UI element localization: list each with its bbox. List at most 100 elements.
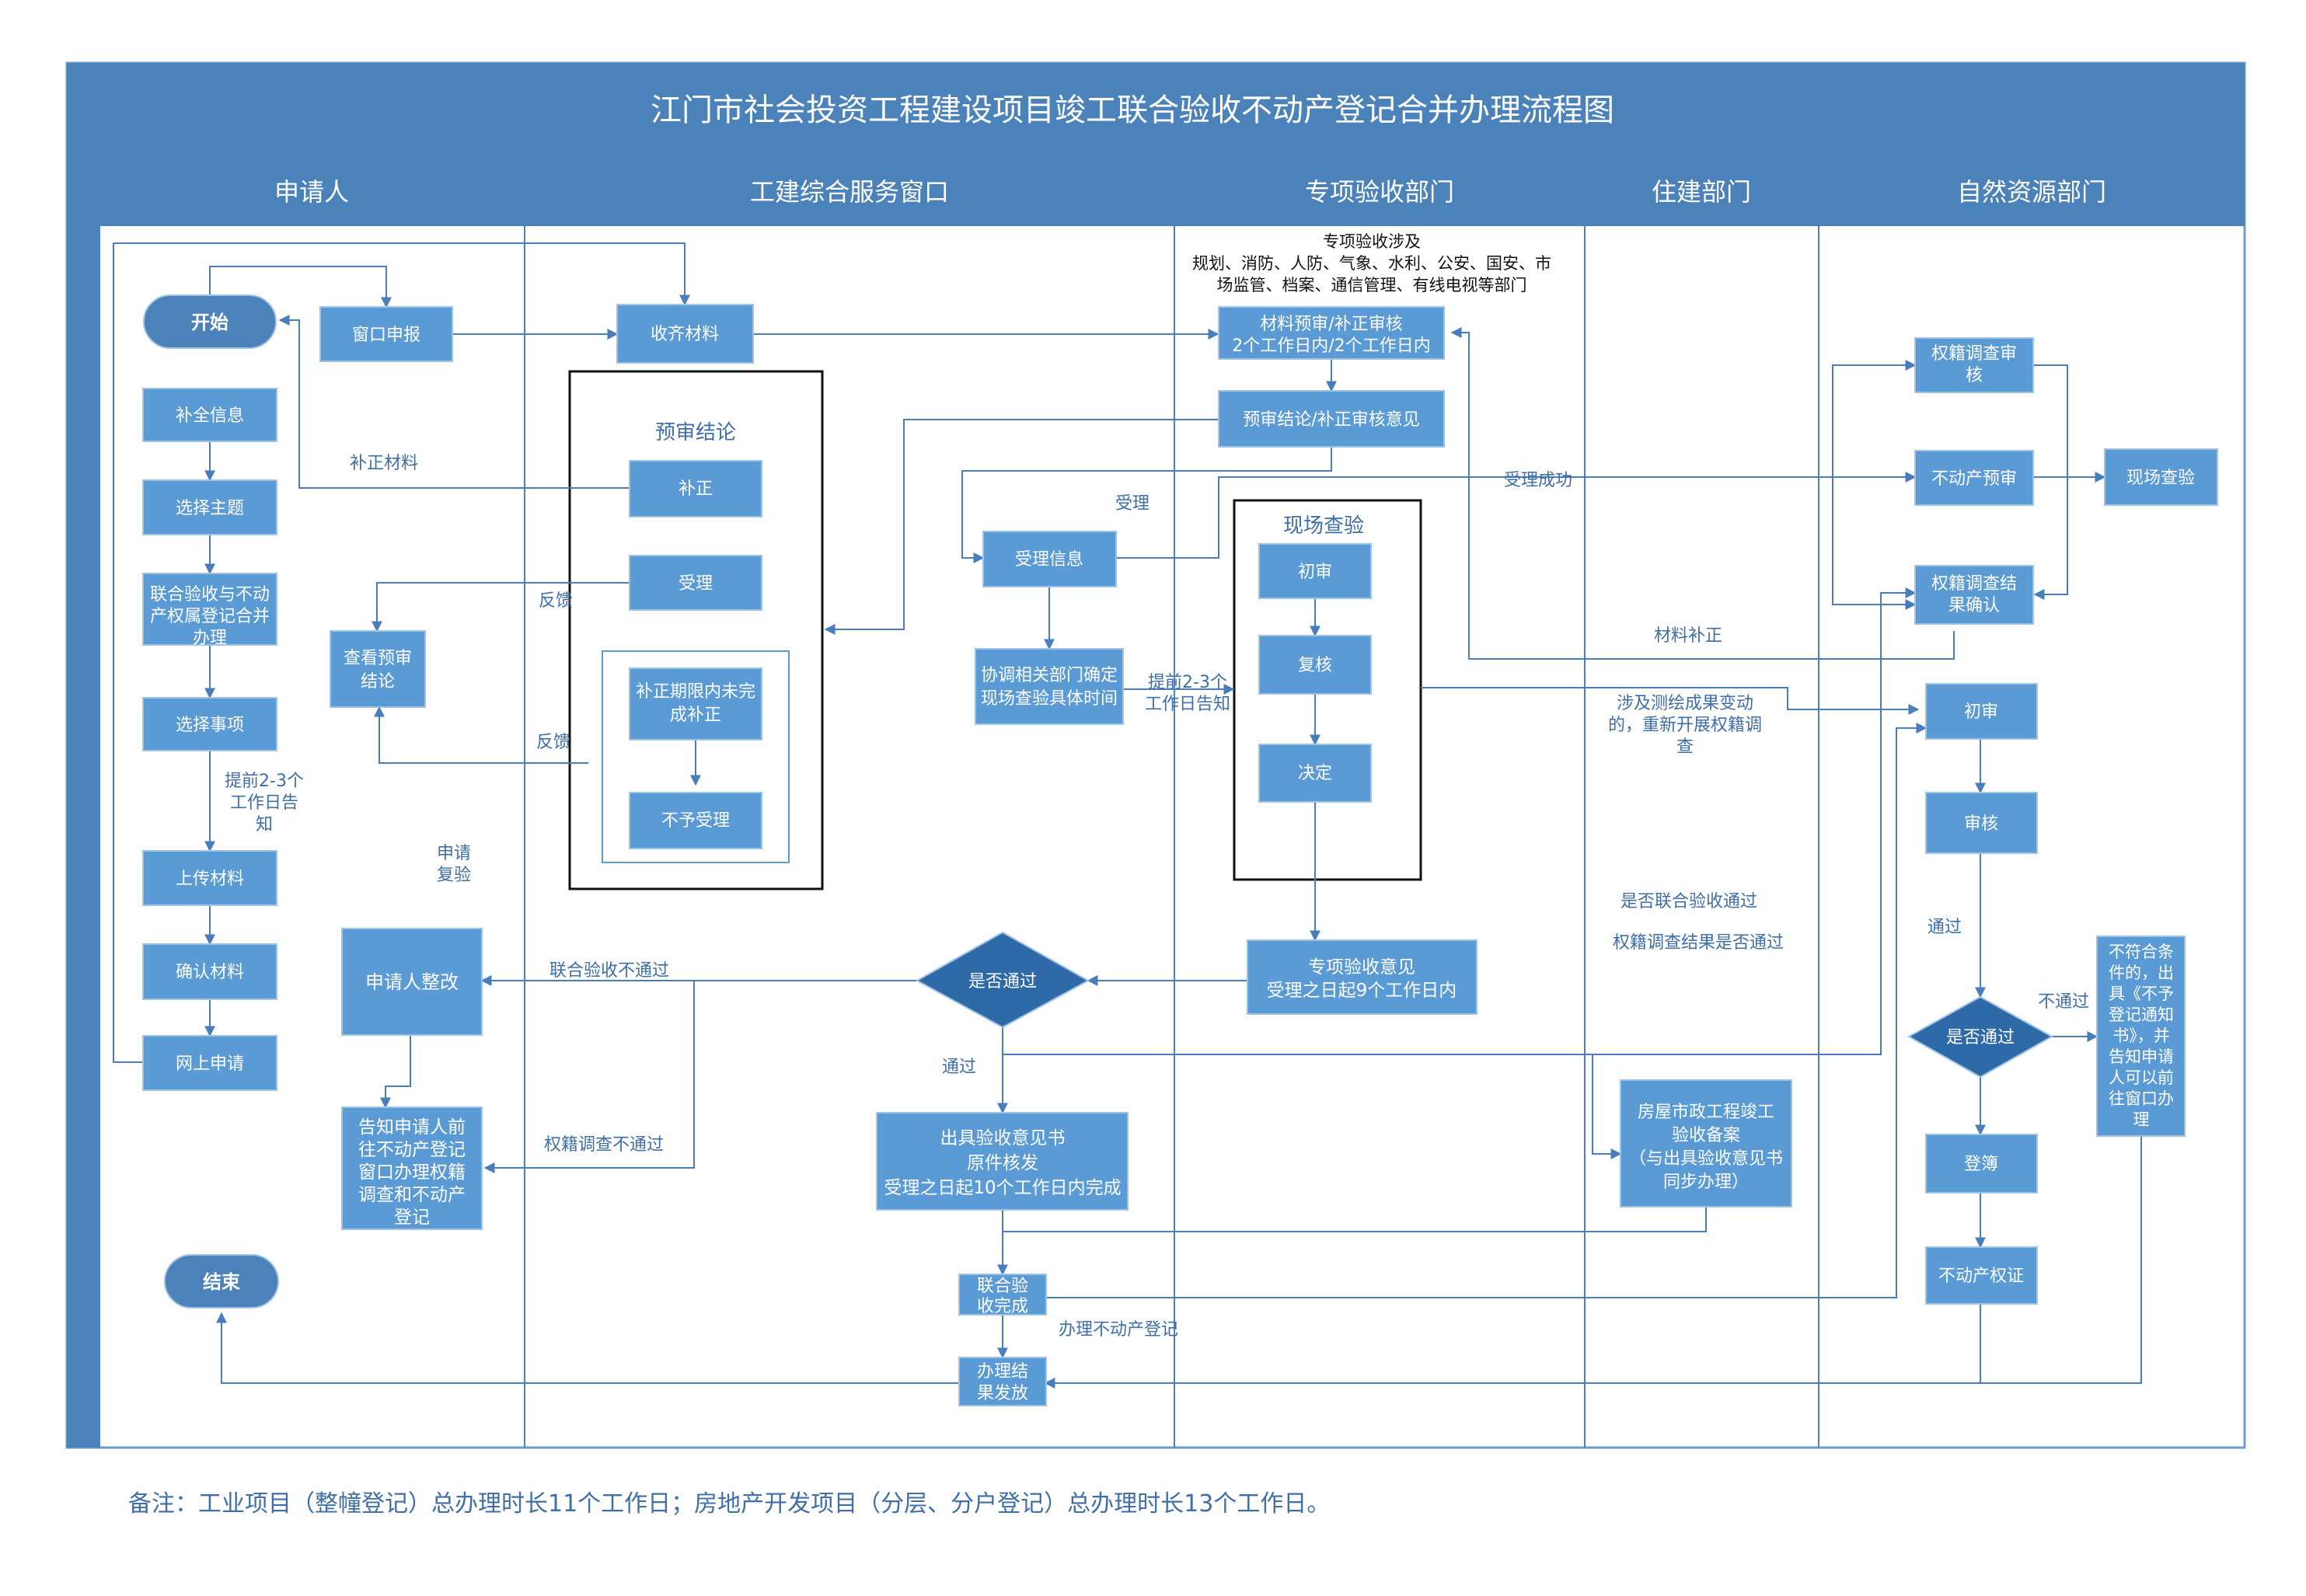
upload-box: 上传材料 [142, 850, 277, 906]
diagram-title: 江门市社会投资工程建设项目竣工联合验收不动产登记合并办理流程图 [651, 92, 1614, 128]
svg-text:选择事项: 选择事项 [176, 716, 244, 735]
prereview-group-title: 预审结论 [655, 421, 736, 444]
connector-start-to-window [209, 266, 392, 308]
label-accept-success: 受理成功 [1504, 471, 1572, 490]
svg-text:登簿: 登簿 [1964, 1155, 1998, 1174]
svg-text:补正: 补正 [679, 479, 713, 499]
certificate-box: 不动产权证 [1925, 1246, 2038, 1305]
svg-text:告知申请人前往不动产登记窗口办理权籍调查和不动产登记: 告知申请人前往不动产登记窗口办理权籍调查和不动产登记 [358, 1117, 466, 1228]
svg-text:初审: 初审 [1964, 702, 1998, 722]
connector-review-to-confirm [2033, 364, 2068, 600]
end-node [164, 1254, 279, 1309]
svg-text:申请人整改: 申请人整改 [365, 971, 459, 993]
nr-pass-decision: 是否通过 [1907, 995, 2054, 1079]
connector-housing-back [1003, 1207, 1707, 1232]
svg-text:现场查验: 现场查验 [2126, 469, 2195, 488]
connector-accept-success [1116, 360, 1917, 559]
svg-text:联合验收完成: 联合验收完成 [977, 1277, 1028, 1316]
label-joint-pass-question: 是否联合验收通过 [1620, 892, 1757, 911]
connector-cadastral-fail [483, 981, 695, 1173]
connectors [113, 242, 2142, 1389]
svg-text:补正期限内未完成补正: 补正期限内未完成补正 [636, 682, 755, 725]
overdue-box: 补正期限内未完成补正 [629, 667, 762, 741]
svg-text:补全信息: 补全信息 [176, 406, 244, 426]
confirm-box: 确认材料 [142, 943, 277, 1000]
recheck-box: 复核 [1258, 635, 1372, 695]
start-node [143, 294, 277, 349]
svg-text:专项验收意见受理之日起9个工作日内: 专项验收意见受理之日起9个工作日内 [1267, 957, 1457, 1001]
svg-text:选择主题: 选择主题 [176, 499, 244, 518]
connector-accept-to-view [372, 582, 630, 632]
label-fail: 不通过 [2038, 992, 2089, 1012]
svg-text:上传材料: 上传材料 [176, 869, 244, 889]
cadastral-confirm-box: 权籍调查结果确认 [1914, 565, 2034, 625]
connector-not-meet-back [1980, 1136, 2142, 1384]
svg-text:收齐材料: 收齐材料 [651, 325, 719, 344]
accept-info-box: 受理信息 [982, 531, 1117, 587]
svg-text:受理信息: 受理信息 [1015, 550, 1083, 570]
lane-header-bar [67, 155, 2245, 226]
svg-text:复核: 复核 [1298, 656, 1332, 675]
issue-box: 出具验收意见书原件核发受理之日起10个工作日内完成 [876, 1112, 1129, 1211]
connector-done-to-nr-first [1041, 723, 1927, 1298]
connector-to-confirm [1003, 587, 1917, 1055]
label-joint-fail: 联合验收不通过 [549, 961, 669, 981]
lane-header-special: 专项验收部门 [1305, 177, 1454, 207]
coord-box: 协调相关部门确定现场查验具体时间 [975, 648, 1124, 725]
applicant-fix-box: 申请人整改 [341, 928, 483, 1036]
label-cadastral-pass-question: 权籍调查结果是否通过 [1613, 933, 1784, 953]
title-bar [67, 63, 2245, 155]
svg-text:受理: 受理 [679, 574, 713, 594]
svg-text:初审: 初审 [1298, 563, 1332, 582]
svg-text:不动产预审: 不动产预审 [1931, 469, 2017, 489]
overdue-group [602, 650, 790, 863]
collect-box: 收齐材料 [616, 304, 754, 364]
svg-text:办理结果发放: 办理结果发放 [977, 1362, 1028, 1403]
lane-headers: 申请人 工建综合服务窗口 专项验收部门 住建部门 自然资源部门 [274, 177, 2106, 207]
outer-frame [65, 61, 2246, 1449]
connector-online-to-collect [113, 242, 690, 1063]
notify-box: 告知申请人前往不动产登记窗口办理权籍调查和不动产登记 [341, 1106, 483, 1230]
svg-text:不动产权证: 不动产权证 [1938, 1267, 2024, 1286]
property-pre-box: 不动产预审 [1914, 450, 2034, 506]
label-cadastral-fail: 权籍调查不通过 [544, 1135, 664, 1155]
label-material-supplement: 材料补正 [1654, 626, 1722, 646]
svg-text:审核: 审核 [1964, 814, 1998, 834]
connector-supplement-to-start [278, 315, 630, 489]
decide-box: 决定 [1258, 744, 1372, 803]
lane-header-housing: 住建部门 [1652, 177, 1751, 207]
svg-text:确认材料: 确认材料 [176, 963, 244, 982]
connector-material-supplement [1450, 327, 1955, 660]
connector-opinion-to-prereview [824, 419, 1219, 635]
connector-result-to-end [216, 1312, 959, 1384]
label-apply-recheck: 申请复验 [437, 844, 471, 885]
label-feedback-1: 反馈 [539, 591, 573, 611]
svg-text:联合验收与不动产权属登记合并办理: 联合验收与不动产权属登记合并办理 [150, 585, 270, 648]
svg-text:不符合条件的，出具《不予登记通知书》，并告知申请人可以前往窗: 不符合条件的，出具《不予登记通知书》，并告知申请人可以前往窗口办理 [2109, 943, 2174, 1129]
svg-text:权籍调查结果确认: 权籍调查结果确认 [1931, 574, 2017, 615]
svg-text:权籍调查审核: 权籍调查审核 [1931, 344, 2017, 385]
window-apply-box: 窗口申报 [319, 306, 453, 362]
dept-note: 专项验收涉及规划、消防、人防、气象、水利、公安、国安、市场监管、档案、通信管理、… [1192, 232, 1551, 294]
supplement-box: 补正 [629, 460, 762, 517]
svg-text:决定: 决定 [1298, 764, 1332, 783]
lane-header-natural: 自然资源部门 [1957, 177, 2106, 207]
joint-reg-box: 联合验收与不动产权属登记合并办理 [142, 573, 277, 648]
connector-survey-change [1421, 687, 1920, 715]
label-advance-2: 提前2-3个工作日告知 [1145, 673, 1230, 714]
label-pass-2: 通过 [1927, 918, 1962, 937]
label-do-register: 办理不动产登记 [1059, 1320, 1178, 1340]
choose-item-box: 选择事项 [142, 697, 277, 751]
connector [1832, 477, 1917, 610]
connector-labels: 补正材料 反馈 反馈 提前2-3个工作日告知 申请复验 受理 受理成功 提前2-… [225, 454, 2089, 1340]
not-meet-box: 不符合条件的，出具《不予登记通知书》，并告知申请人可以前往窗口办理 [2096, 936, 2186, 1137]
label-pass-1: 通过 [942, 1058, 976, 1077]
svg-text:查看预审结论: 查看预审结论 [344, 649, 412, 692]
label-accept: 受理 [1115, 494, 1150, 514]
reject-box: 不予受理 [629, 792, 762, 849]
choose-theme-box: 选择主题 [142, 479, 277, 535]
svg-text:出具验收意见书原件核发受理之日起10个工作日内完成: 出具验收意见书原件核发受理之日起10个工作日内完成 [884, 1128, 1121, 1198]
